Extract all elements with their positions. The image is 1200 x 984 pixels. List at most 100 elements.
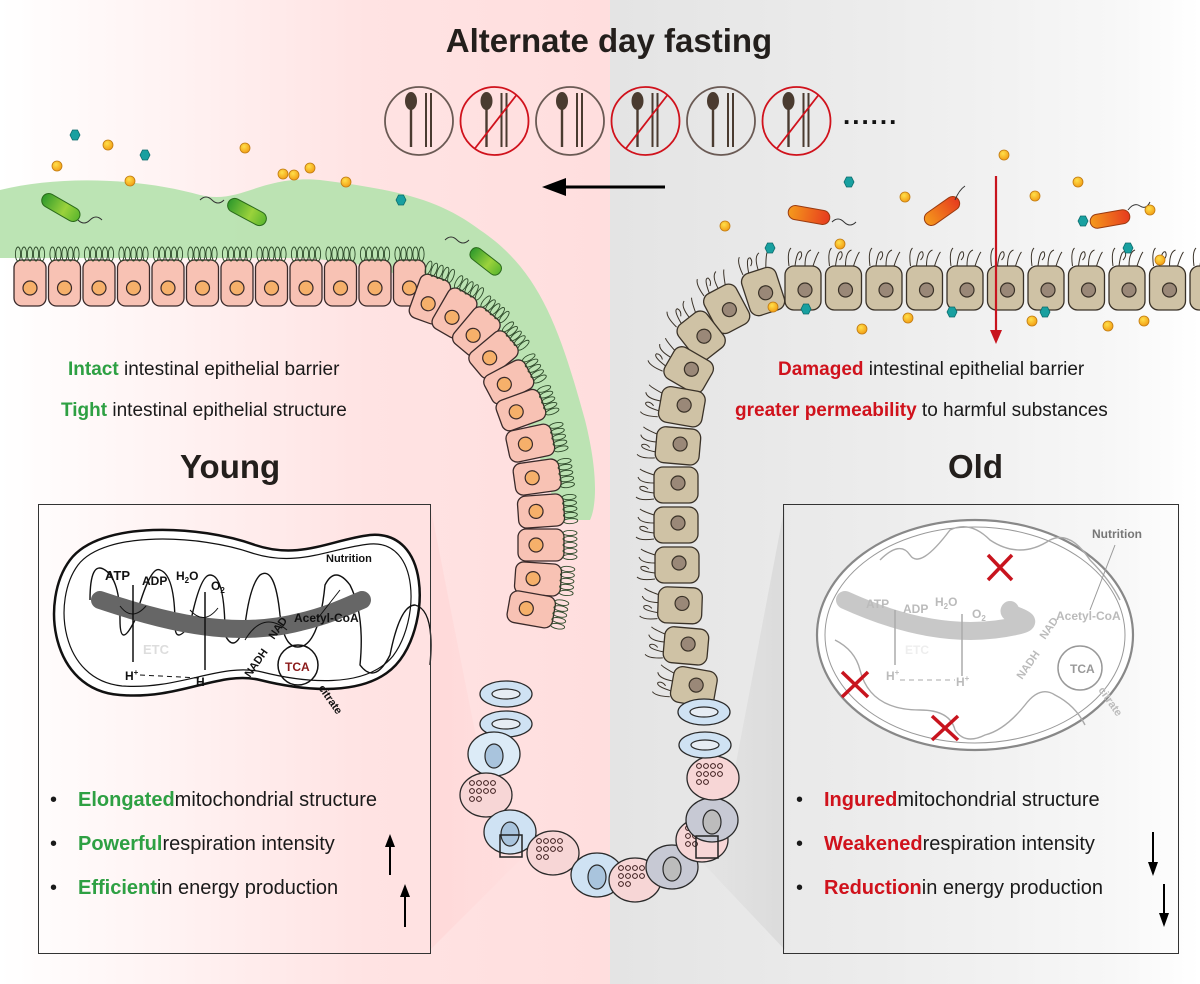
nutrition-label: Nutrition xyxy=(1092,527,1142,541)
spoon-chopsticks-crossed-icon xyxy=(761,86,832,156)
goblet-cell xyxy=(467,731,521,777)
list-item: •Powerful respiration intensity xyxy=(50,822,377,866)
pathogenic-bacterium xyxy=(787,205,857,226)
epithelial-cell xyxy=(505,421,569,463)
ellipsis: ...... xyxy=(843,100,899,130)
bullet: • xyxy=(796,788,804,811)
epithelial-cell xyxy=(1067,247,1106,311)
damage-cross-icon xyxy=(930,714,960,742)
paneth-cell xyxy=(526,830,580,876)
epithelial-cell xyxy=(824,247,863,311)
atp-label: ATP xyxy=(105,568,130,583)
nutrient-particle xyxy=(1102,320,1114,332)
toxin-particle xyxy=(395,194,407,206)
point-highlight: Reduction xyxy=(824,876,922,899)
nutrient-particle xyxy=(304,162,316,174)
spoon-chopsticks-crossed-icon xyxy=(610,86,681,156)
pathogenic-bacterium xyxy=(923,185,966,226)
etc-label: ETC xyxy=(143,642,170,657)
trend-down-arrow-icon xyxy=(1148,832,1158,876)
epithelial-cell xyxy=(220,246,254,307)
barrier-highlight: Intact xyxy=(68,359,119,380)
young-epithelium xyxy=(13,246,579,630)
epithelial-cell xyxy=(289,246,323,307)
epithelial-cell xyxy=(1108,247,1146,311)
epithelial-cell xyxy=(696,269,751,335)
toxin-particle xyxy=(764,242,776,254)
trend-up-arrow-icon xyxy=(385,834,395,875)
nutrition-label: Nutrition xyxy=(326,553,372,565)
barrier-highlight: Damaged xyxy=(778,359,864,380)
list-item: • Reduction in energy production xyxy=(796,866,1103,910)
toxin-particle xyxy=(946,306,958,318)
epithelial-cell xyxy=(116,246,151,307)
point-text: respiration intensity xyxy=(162,832,335,855)
spoon-chopsticks-icon xyxy=(384,86,454,156)
zoom-square-right xyxy=(695,835,719,859)
point-text: respiration intensity xyxy=(922,832,1095,855)
nutrient-particle xyxy=(1029,190,1041,202)
list-item: •Efficient in energy production xyxy=(50,866,377,910)
epithelial-cell xyxy=(513,561,576,597)
atp-label: ATP xyxy=(866,597,889,611)
epithelial-cell xyxy=(644,626,710,666)
hplus-label-2: H xyxy=(196,675,205,689)
epithelial-cell xyxy=(517,528,578,562)
paneth-cell xyxy=(686,755,740,801)
epithelial-cell xyxy=(639,586,703,625)
old-label: Old xyxy=(948,448,1003,485)
toxin-particle xyxy=(69,129,81,141)
epithelial-cell xyxy=(865,247,903,311)
o2-label: O2 xyxy=(972,607,986,623)
goblet-cell xyxy=(483,809,537,855)
epithelial-cell xyxy=(636,426,702,466)
epithelial-cell xyxy=(47,246,82,307)
goblet-cell xyxy=(677,698,731,726)
toxin-particle xyxy=(800,303,812,315)
nutrient-particle xyxy=(239,142,251,154)
epithelial-cell xyxy=(986,247,1025,311)
epithelial-cell xyxy=(636,546,700,584)
young-mitochondrion: ETC ATP ADP H2O O2 H+ H NADH NAD Acetyl-… xyxy=(52,528,432,717)
point-highlight: Ingured xyxy=(824,788,898,811)
figure-title: Alternate day fasting xyxy=(445,22,773,59)
luminal-particles xyxy=(51,129,1166,335)
trend-up-arrow-icon xyxy=(400,884,410,927)
epithelial-cell xyxy=(151,246,185,307)
young-barrier-line-1: Intact intestinal epithelial barrier xyxy=(68,359,339,381)
paneth-cell xyxy=(459,772,513,818)
point-highlight: Weakened xyxy=(824,832,923,855)
point-text: mitochondrial structure xyxy=(174,788,377,811)
stem-cell xyxy=(685,797,739,843)
epithelial-cell xyxy=(647,337,715,394)
point-text: in energy production xyxy=(921,876,1104,899)
toxin-particle xyxy=(1077,215,1089,227)
toxin-particle xyxy=(139,149,151,161)
tca-label: TCA xyxy=(1070,662,1095,676)
bullet: • xyxy=(796,876,804,899)
h2o-label: H2O xyxy=(935,595,957,611)
young-label: Young xyxy=(180,448,281,485)
bullet: • xyxy=(796,832,804,855)
epithelial-cell xyxy=(1189,247,1200,311)
epithelial-cell xyxy=(506,590,570,630)
goblet-cell xyxy=(479,680,533,708)
etc-label: ETC xyxy=(905,643,929,657)
zoom-funnel-right xyxy=(700,505,785,950)
bullet: • xyxy=(50,788,58,811)
damage-cross-icon xyxy=(986,553,1014,582)
epithelial-cell xyxy=(13,246,47,307)
point-highlight: Powerful xyxy=(78,832,163,855)
epithelial-cell xyxy=(1148,247,1187,311)
barrier-text: intestinal epithelial structure xyxy=(107,400,347,421)
epithelial-cell xyxy=(946,247,984,311)
list-item: •Ingured mitochondrial structure xyxy=(796,778,1103,822)
zoom-square-left xyxy=(499,834,523,858)
epithelial-cell xyxy=(516,493,579,529)
tca-label: TCA xyxy=(285,660,310,674)
goblet-cell xyxy=(678,731,732,759)
nutrient-particle xyxy=(998,149,1010,161)
nutrient-particle xyxy=(288,169,300,181)
nutrient-particle xyxy=(277,168,289,180)
